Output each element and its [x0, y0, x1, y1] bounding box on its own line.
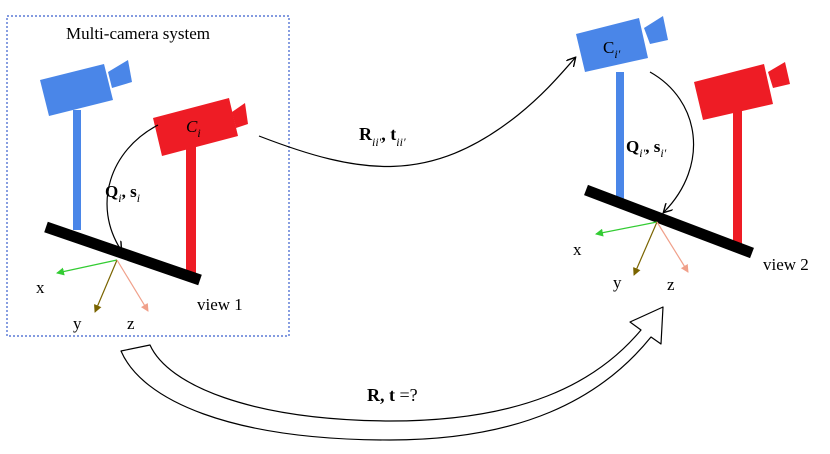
- camera-label-ci: Ci: [186, 117, 201, 140]
- blue-camera-view1: [40, 60, 132, 230]
- axis-z-label-view2: z: [667, 275, 675, 294]
- view1-label: view 1: [197, 295, 243, 314]
- red-camera-ci: [153, 98, 248, 280]
- axis-x-label-view2: x: [573, 240, 582, 259]
- arrow-ci-to-cip: [258, 58, 575, 167]
- view2-label: view 2: [763, 255, 809, 274]
- axis-y-label-view1: y: [73, 314, 82, 333]
- axis-z-label-view1: z: [127, 314, 135, 333]
- red-camera-view2: [694, 62, 790, 244]
- calibration-board-view1: [44, 221, 202, 286]
- calibration-board-view2: [584, 184, 754, 259]
- axis-x-label-view1: x: [36, 278, 45, 297]
- system-box-title: Multi-camera system: [66, 24, 210, 43]
- arrow-ci-to-board-view1: [106, 124, 159, 250]
- hollow-arrow-view1-to-view2: [120, 306, 664, 441]
- label-r-t-unknown: R, t =?: [367, 385, 418, 405]
- camera-label-cip: Ci′: [603, 38, 621, 61]
- axis-y-label-view2: y: [613, 273, 622, 292]
- label-qi-si: Qi, si: [105, 182, 140, 205]
- axes-view2: [595, 221, 689, 276]
- multi-camera-system-box: [6, 15, 290, 337]
- label-r-t-iip: Rii′, tii′: [359, 124, 406, 149]
- arrow-cip-to-board-view2: [649, 71, 695, 212]
- axes-view1: [56, 259, 149, 313]
- blue-camera-cip: [576, 16, 668, 200]
- label-qip-sip: Qi′, si′: [626, 137, 667, 160]
